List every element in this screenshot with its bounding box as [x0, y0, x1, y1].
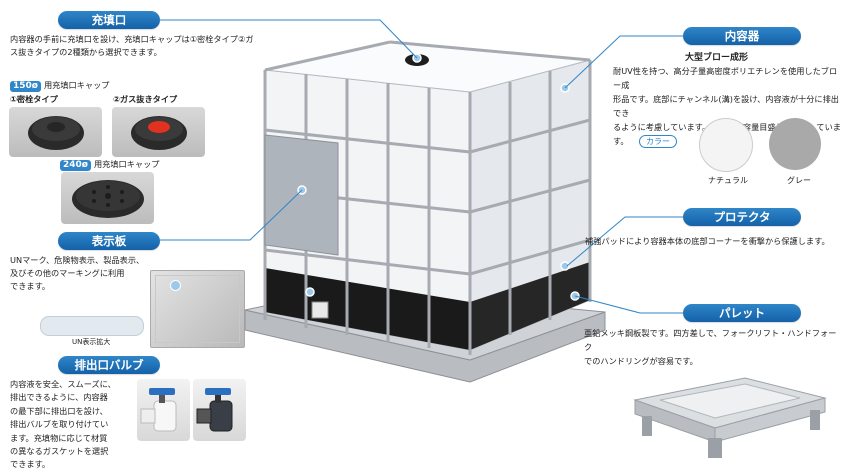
natural-color-label: ナチュラル [708, 176, 748, 185]
outlet-valve-line: 内容液を安全、スムーズに、 [10, 379, 116, 389]
cap240-size-tag: 240ø [60, 160, 91, 171]
inner-container-subheading: 大型ブロー成形 [685, 53, 749, 63]
color-label: カラー [639, 135, 677, 148]
display-plate-line: 及びその他のマーキングに利用 [10, 268, 125, 278]
pallet-description: 亜鉛メッキ鋼板製です。四方差しで、フォークリフト・ハンドフォーク でのハンドリン… [584, 326, 842, 368]
outlet-valve-line: ます。充填物に応じて材質 [10, 432, 108, 443]
sealed-cap-icon [28, 116, 84, 150]
display-plate-line: UNマーク、危険物表示、製品表示、 [10, 255, 145, 265]
outlet-valve-line: 排出バルブを取り付けてい [10, 419, 109, 430]
cap240-unit: ø [81, 160, 88, 170]
outlet-valve-description: 内容液を安全、スムーズに、 排出できるように、内容器 の最下部に排出口を設け、 … [10, 378, 130, 472]
filling-port-desc-line: 内容器の手前に充填口を設け、充填口キャップは①密栓タイプ②ガ [10, 34, 254, 44]
inner-container-heading: 内容器 [683, 27, 801, 45]
white-valve-image [137, 379, 190, 441]
cap150-size: 150 [13, 81, 32, 91]
callout-dot-icon [170, 280, 181, 291]
cap150-unit: ø [31, 81, 38, 91]
outlet-valve-icon [311, 301, 329, 319]
display-plate-icon [264, 134, 339, 256]
un-marking-zoom [40, 316, 144, 336]
gray-color-label: グレー [787, 176, 811, 185]
white-valve-icon [140, 388, 177, 432]
inner-container-line: 形品です。底部にチャンネル(溝)を設け、内容液が十分に排出でき [613, 94, 839, 118]
outlet-valve-line: の異なるガスケットを選択 [10, 446, 109, 457]
ibc-tank-illustration [244, 40, 606, 383]
display-plate-image [150, 270, 245, 348]
display-plate-inner [155, 275, 240, 343]
outlet-valve-line: 排出できるように、内容器 [10, 392, 108, 403]
cap-type1-label: ①密栓タイプ [10, 94, 58, 104]
cap240-image [61, 172, 154, 224]
gray-color-swatch [769, 118, 821, 170]
display-plate-description: UNマーク、危険物表示、製品表示、 及びその他のマーキングに利用 できます。 [10, 254, 170, 293]
gas-vent-cap-image [112, 107, 205, 157]
pallet-line: 亜鉛メッキ鋼板製です。四方差しで、フォークリフト・ハンドフォーク [584, 328, 837, 352]
filling-port-description: 内容器の手前に充填口を設け、充填口キャップは①密栓タイプ②ガ ス抜きタイプの2種… [10, 33, 290, 59]
cap-type2-label: ②ガス抜きタイプ [113, 94, 178, 104]
inner-container-line: 耐UV性を持つ、高分子量高密度ポリエチレンを使用したブロー成 [613, 66, 838, 90]
display-plate-line: できます。 [10, 281, 51, 291]
outlet-valve-heading: 排出口バルブ [58, 356, 160, 374]
cap150-label: 用充填口キャップ [43, 80, 110, 90]
un-marking-caption: UN表示拡大 [72, 338, 111, 346]
large-cap-icon [72, 180, 144, 218]
cap150-size-tag: 150ø [10, 81, 41, 92]
dark-valve-icon [196, 388, 233, 432]
protector-description: 補強パッドにより容器本体の底部コーナーを衝撃から保護します。 [585, 236, 830, 246]
pallet-line: でのハンドリングが容易です。 [584, 356, 698, 366]
outlet-valve-line: できます。 [10, 459, 51, 470]
cap240-label: 用充填口キャップ [93, 159, 160, 169]
gas-vent-cap-icon [131, 116, 187, 150]
sealed-cap-image [9, 107, 102, 157]
pallet-image [633, 377, 827, 458]
filling-port-desc-line: ス抜きタイプの2種類から選択できます。 [10, 47, 162, 57]
cap240-size: 240 [63, 160, 82, 170]
filling-port-heading: 充填口 [58, 11, 160, 29]
outlet-valve-line: の最下部に排出口を設け、 [10, 405, 108, 416]
protector-heading: プロテクタ [683, 208, 801, 226]
display-plate-heading: 表示板 [58, 232, 160, 250]
natural-color-swatch [699, 118, 753, 172]
pallet-heading: パレット [683, 304, 801, 322]
dark-valve-image [193, 379, 246, 441]
